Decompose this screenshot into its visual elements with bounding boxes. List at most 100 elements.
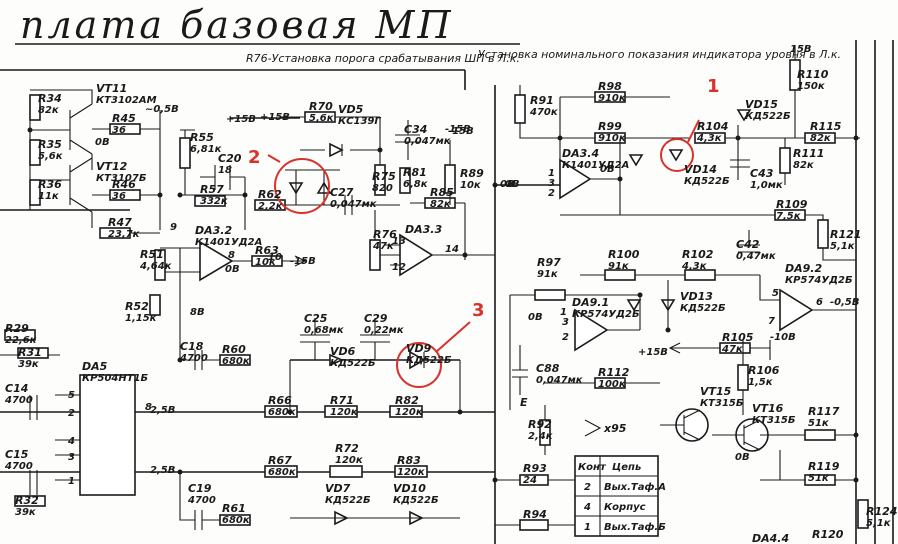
component-value: КД522Б (684, 176, 730, 187)
component-ref: R83 (397, 454, 421, 467)
table-cell-net: Корпус (604, 502, 646, 513)
component-ref: VD7 (325, 482, 351, 495)
resistor-r91 (514, 94, 526, 124)
opamp-da3-2 (199, 240, 234, 282)
component-value: 120к (395, 407, 423, 418)
resistor-r71 (324, 405, 358, 418)
component-value: 82к (38, 105, 59, 116)
component-ref: R106 (748, 364, 780, 377)
pin-number: 1 (68, 476, 75, 487)
component-value: 5,6к (38, 151, 63, 162)
pin-number: 13 (392, 236, 406, 247)
diode-vd9 (409, 350, 426, 370)
component-ref: R51 (140, 248, 164, 261)
component-value: 4,3к (681, 261, 707, 272)
component-ref: VD9 (406, 342, 432, 355)
component-ref: C29 (364, 312, 388, 325)
note-indicator-line: Установка номинального показания индикат… (478, 48, 841, 61)
table-header-net: Цепь (612, 462, 641, 473)
component-ref: R99 (598, 120, 622, 133)
pin-number: 3 (68, 452, 75, 463)
resistor-r57 (194, 195, 226, 207)
component-ref: R110 (797, 68, 829, 81)
resistor-r67 (264, 465, 298, 478)
pin-number: 6 (816, 297, 823, 308)
diode-vd14 (668, 149, 684, 162)
component-ref: R31 (18, 346, 42, 359)
table-cell-pin: 4 (583, 502, 591, 513)
component-ref: C88 (536, 362, 560, 375)
opamp-da9-2 (779, 288, 814, 332)
voltage-label: 2,5В (150, 405, 175, 416)
component-value: 4700 (187, 495, 216, 506)
component-value: 82к (810, 133, 831, 144)
opamp-da9-1 (574, 308, 609, 352)
resistor-r31 (17, 347, 49, 359)
table-cell-net: Вых.Таф.Б (604, 521, 666, 533)
component-value: КД522Б (680, 303, 726, 314)
component-ref: R102 (682, 248, 714, 261)
component-ref: R66 (268, 394, 292, 407)
component-ref: C20 (218, 152, 242, 165)
component-ref: C25 (304, 312, 328, 325)
resistor-r124 (857, 499, 869, 529)
component-value: КД522Б (325, 495, 371, 506)
component-value: КТ315Б (752, 415, 796, 426)
diode-vd6 (329, 353, 345, 367)
diode-vd12 (628, 154, 644, 167)
component-ref: R109 (776, 198, 808, 211)
component-ref: R63 (255, 244, 279, 257)
component-value: 4700 (4, 395, 33, 406)
component-value: 91к (608, 261, 629, 272)
component-ref: R111 (793, 147, 824, 160)
component-ref: R35 (38, 138, 62, 151)
diode-vd15 (736, 109, 752, 122)
component-value: 120к (330, 407, 358, 418)
component-value: 2,4к (528, 431, 553, 442)
highlight-circle-3 (396, 342, 442, 388)
component-value: 47к (372, 241, 394, 252)
component-value: 820 (372, 183, 393, 194)
component-ref: R85 (430, 186, 454, 199)
component-value: 0,47мк (736, 251, 776, 262)
component-ref: R115 (810, 120, 842, 133)
component-ref: R97 (537, 256, 561, 269)
pin-number: 2 (68, 408, 75, 419)
component-value: 36 (112, 125, 126, 136)
component-ref: C19 (188, 482, 212, 495)
label-x95: x95 (603, 422, 627, 435)
component-ref: R121 (830, 228, 861, 241)
resistor-r111 (779, 147, 791, 174)
opamp-da3-3 (399, 233, 434, 277)
resistor-r34 (29, 94, 41, 121)
component-ref: R60 (222, 343, 246, 356)
component-value: 2,2к (258, 201, 283, 212)
component-ref: R120 (812, 528, 844, 541)
voltage-label: 0В (225, 264, 240, 275)
component-value: 23,7к (108, 229, 140, 240)
pin-number: 1 (560, 307, 567, 318)
component-value: КД522Б (393, 495, 439, 506)
component-ref: R104 (697, 120, 728, 133)
component-value: 0,68мк (304, 325, 344, 336)
component-ref: R72 (335, 442, 359, 455)
component-value: 10к (255, 257, 276, 268)
connector-table: Конт Цепь 2 Вых.Таф.А 4 Корпус 1 Вых.Таф… (574, 455, 666, 537)
component-value: 680к (222, 515, 250, 526)
component-ref: C43 (750, 167, 774, 180)
resistor-r106 (737, 364, 749, 391)
component-value: 39к (15, 507, 36, 518)
voltage-label: -15В (290, 256, 316, 267)
component-ref: DA3.3 (405, 223, 442, 236)
rail-label: 0В (500, 179, 515, 190)
resistor-r52 (149, 294, 161, 316)
resistor-r51 (154, 249, 166, 281)
pin-number: 3 (548, 178, 555, 189)
component-ref: R81 (403, 166, 427, 179)
component-ref: VD6 (330, 345, 356, 358)
component-ref: R112 (598, 366, 630, 379)
component-value: 4700 (4, 461, 33, 472)
table-cell-pin: 2 (584, 482, 591, 493)
component-ref: VD10 (393, 482, 426, 495)
